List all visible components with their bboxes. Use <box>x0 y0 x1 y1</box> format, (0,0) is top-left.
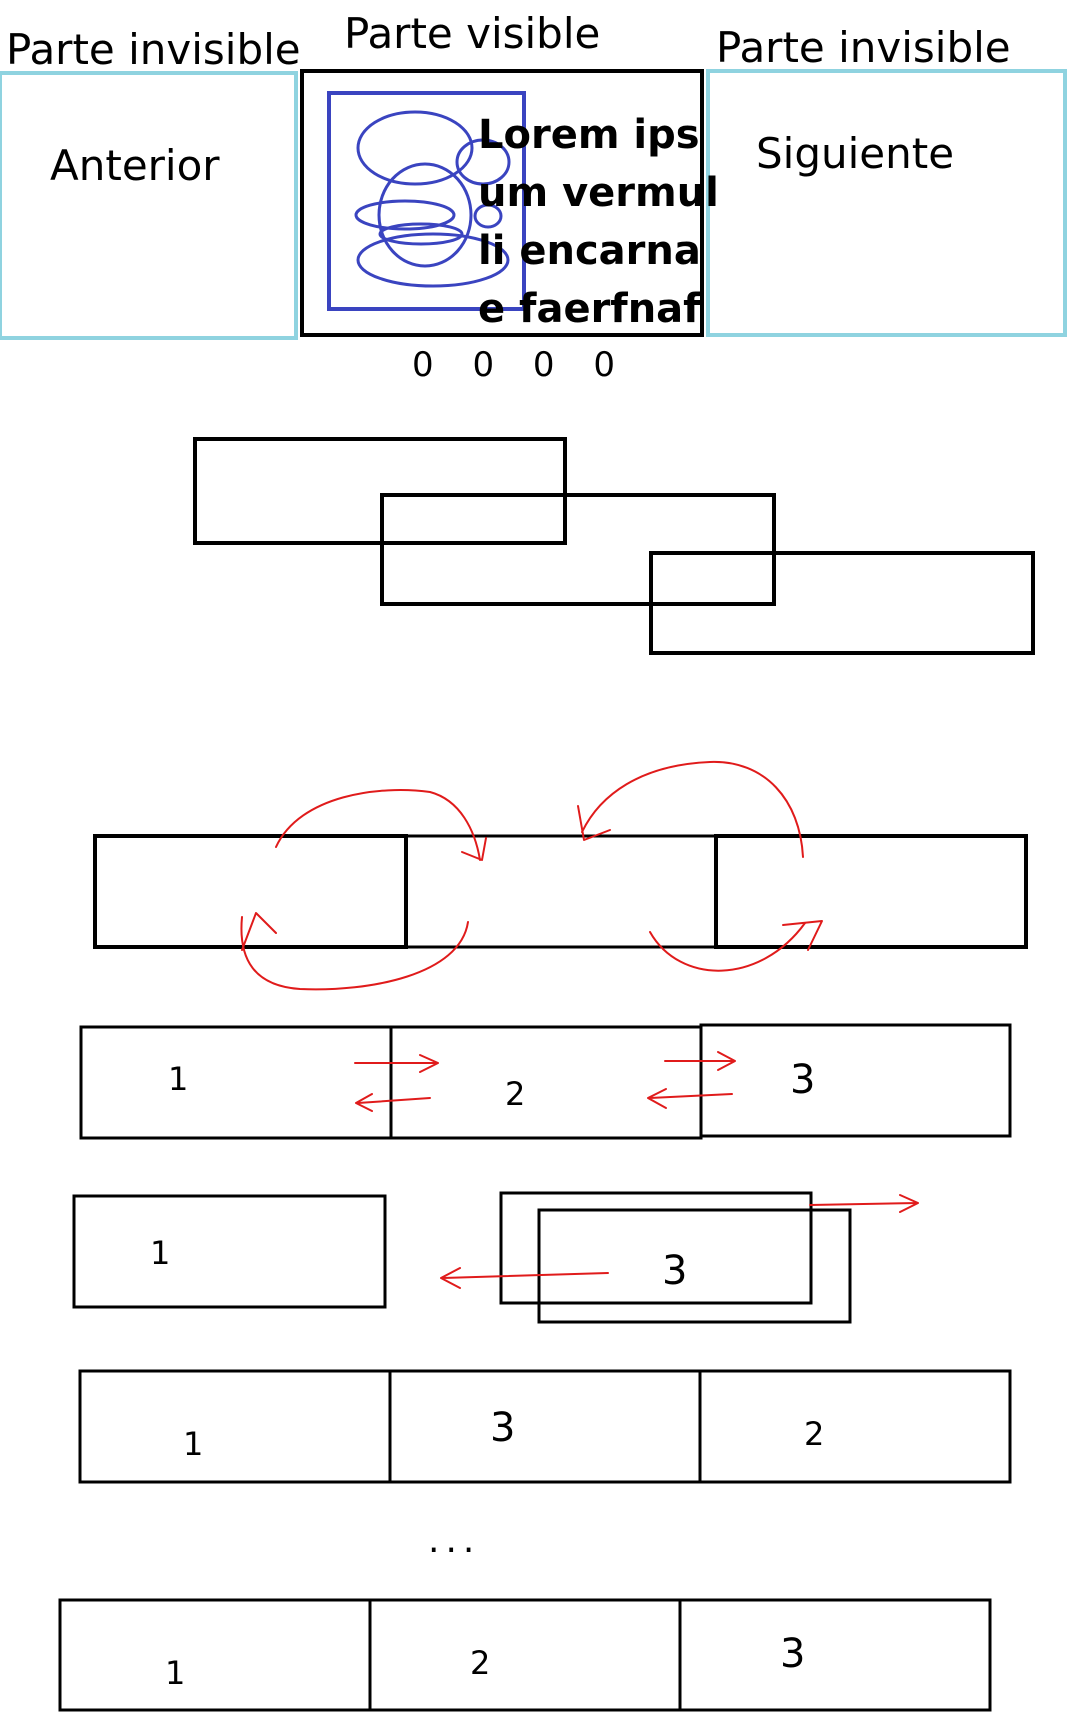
next-label: Siguiente <box>756 129 954 178</box>
overlap-box-3 <box>649 551 1035 655</box>
reordered-box-2 <box>388 1369 702 1484</box>
text-line-2: um vermul <box>478 170 719 216</box>
overlapping-boxes <box>193 437 1035 655</box>
final-label-2: 2 <box>470 1644 490 1682</box>
swap-label-1: 1 <box>168 1060 188 1098</box>
final-box-1 <box>58 1598 372 1712</box>
swap-label-3: 3 <box>790 1057 815 1103</box>
pagination-dots[interactable]: 0 0 0 0 <box>412 345 629 385</box>
move-label-3: 3 <box>662 1248 687 1294</box>
swap-label-2: 2 <box>505 1075 525 1113</box>
move-box-1 <box>72 1194 387 1309</box>
rotation-arrows <box>240 760 823 991</box>
swap-box-3 <box>699 1023 1012 1138</box>
visible-panel <box>300 69 704 337</box>
next-panel[interactable] <box>706 69 1067 337</box>
swap-arrows <box>354 1051 736 1112</box>
rotation-box-3 <box>714 834 1028 949</box>
text-line-1: Lorem ips <box>478 112 700 158</box>
text-line-3: li encarna <box>478 228 701 274</box>
prev-panel[interactable] <box>0 71 298 340</box>
caption-invisible-left: Parte invisible <box>6 25 301 74</box>
reordered-label-1: 1 <box>183 1425 203 1463</box>
reordered-label-3: 2 <box>804 1415 824 1453</box>
final-label-3: 3 <box>780 1631 805 1677</box>
move-label-1: 1 <box>150 1234 170 1272</box>
ellipsis: ... <box>428 1520 480 1561</box>
carousel-diagram: Parte invisible Parte visible Parte invi… <box>0 9 1067 385</box>
final-label-1: 1 <box>165 1654 185 1692</box>
final-row: 1 2 3 <box>58 1598 992 1712</box>
overlap-box-2 <box>380 493 776 606</box>
rotation-row <box>93 760 1028 991</box>
move-arrows <box>440 1194 919 1289</box>
doodle-ellipses <box>354 110 511 288</box>
final-box-2 <box>368 1598 682 1712</box>
reordered-box-3 <box>698 1369 1012 1484</box>
move-box-ghost <box>499 1191 813 1305</box>
swap-row: 1 2 3 <box>79 1023 1012 1140</box>
swap-box-1 <box>79 1025 393 1140</box>
final-box-3 <box>678 1598 992 1712</box>
move-row: 1 3 <box>72 1191 919 1324</box>
reordered-row: 1 3 2 <box>78 1369 1012 1484</box>
text-line-4: e faerfnaf <box>478 286 701 332</box>
caption-visible: Parte visible <box>344 9 600 58</box>
reordered-box-1 <box>78 1369 392 1484</box>
reordered-label-2: 3 <box>490 1405 515 1451</box>
move-box-3 <box>537 1208 852 1324</box>
image-placeholder <box>327 91 526 311</box>
swap-box-2 <box>389 1025 703 1140</box>
rotation-box-2 <box>404 834 718 949</box>
prev-label: Anterior <box>50 141 220 190</box>
caption-invisible-right: Parte invisible <box>716 23 1011 72</box>
